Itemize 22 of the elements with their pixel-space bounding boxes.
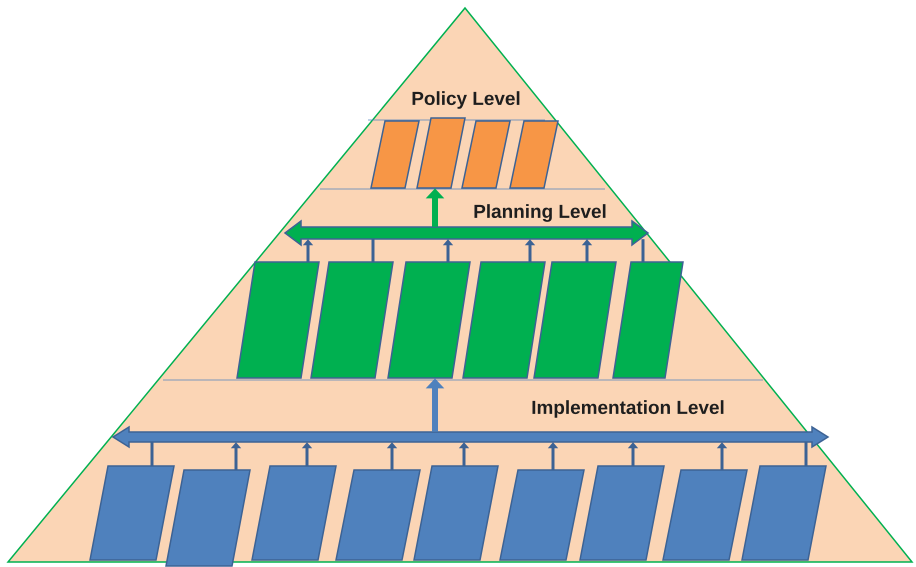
parallelogram-box: [310, 261, 394, 379]
parallelogram-box: [165, 469, 251, 567]
parallelogram-box: [612, 261, 684, 379]
level-label: Policy Level: [412, 91, 520, 109]
parallelogram-box: [89, 465, 175, 561]
level-label: Planning Level: [474, 204, 606, 222]
parallelogram-box: [741, 465, 827, 561]
parallelogram-box: [533, 261, 617, 379]
parallelogram-box: [509, 120, 559, 189]
parallelogram-box: [461, 120, 511, 189]
parallelogram-box: [662, 469, 748, 561]
parallelogram-box: [416, 117, 466, 189]
parallelogram-box: [236, 261, 320, 379]
parallelogram-box: [370, 120, 420, 189]
parallelogram-box: [499, 469, 585, 561]
level-label: Implementation Level: [532, 400, 724, 418]
parallelogram-box: [251, 465, 337, 561]
parallelogram-box: [413, 465, 499, 561]
parallelogram-box: [335, 469, 421, 561]
parallelogram-box: [387, 261, 471, 379]
parallelogram-box: [462, 261, 546, 379]
parallelogram-box: [579, 465, 665, 561]
